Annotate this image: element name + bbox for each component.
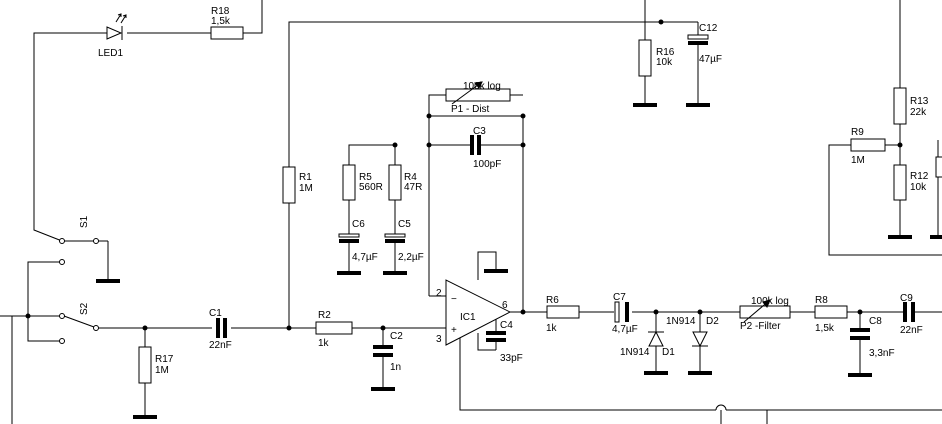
c2: C2 1n: [373, 331, 403, 373]
c3: C3 100pF: [470, 126, 501, 170]
c9: C9 22nF: [900, 293, 923, 336]
ic1-pin-inv: 2: [436, 288, 442, 299]
s1-name: S1: [79, 215, 90, 228]
r16: R16 10k: [638, 39, 675, 77]
c7-name: C7: [613, 292, 626, 303]
c3-name: C3: [473, 126, 486, 137]
r5: R5 560R: [342, 164, 383, 201]
ic1-plus: +: [451, 325, 457, 336]
r5-name: R5: [359, 172, 372, 183]
c3-value: 100pF: [473, 159, 501, 170]
c7: C7 4,7µF: [612, 292, 638, 335]
ic1-pin-out: 6: [502, 300, 508, 311]
r8-value: 1,5k: [815, 323, 835, 334]
r13-value: 22k: [910, 107, 927, 118]
r8: R8 1,5k: [814, 295, 848, 334]
c4-value: 33pF: [500, 353, 523, 364]
led1: LED1: [98, 13, 127, 59]
ic1-opamp: IC1 − + 2 3 6: [436, 279, 512, 346]
r17: R17 1M: [138, 346, 174, 384]
r6: R6 1k: [546, 295, 580, 334]
r9: R9 1M: [850, 127, 886, 166]
d1-name: D1: [662, 347, 675, 358]
r8-name: R8: [815, 295, 828, 306]
c6: C6 4,7µF: [338, 219, 378, 263]
ic1-minus: −: [451, 294, 457, 305]
c2-value: 1n: [390, 362, 401, 373]
d1-part: 1N914: [620, 347, 650, 358]
c8-name: C8: [869, 316, 882, 327]
r1-name: R1: [299, 172, 312, 183]
c6-value: 4,7µF: [352, 252, 378, 263]
p2: 100k log P2 -Filter: [739, 296, 791, 332]
r13: R13 22k: [893, 87, 929, 125]
r5-value: 560R: [359, 182, 383, 193]
r6-name: R6: [546, 295, 559, 306]
c8-value: 3,3nF: [869, 348, 895, 359]
ic1-pin-noninv: 3: [436, 334, 442, 345]
partial-component-edge: [935, 156, 942, 178]
r12-value: 10k: [910, 182, 927, 193]
p2-value: 100k log: [751, 296, 789, 307]
r4-value: 47R: [404, 182, 422, 193]
r1-value: 1M: [299, 183, 313, 194]
c9-value: 22nF: [900, 325, 923, 336]
p2-name: P2 -Filter: [740, 321, 781, 332]
led1-name: LED1: [98, 48, 123, 59]
r6-value: 1k: [546, 323, 558, 334]
c5-name: C5: [398, 219, 411, 230]
r13-name: R13: [910, 96, 929, 107]
d2-part: 1N914: [666, 316, 696, 327]
c4-name: C4: [500, 320, 513, 331]
r18-name: R18: [211, 6, 230, 17]
c9-name: C9: [900, 293, 913, 304]
r18-value: 1,5k: [211, 16, 231, 27]
c1-value: 22nF: [209, 340, 232, 351]
c2-name: C2: [390, 331, 403, 342]
c1-name: C1: [209, 308, 222, 319]
ground-symbols: [96, 103, 942, 419]
p1: 100k log P1 - Dist: [445, 81, 511, 115]
r2-value: 1k: [318, 338, 330, 349]
s2-name: S2: [79, 302, 90, 315]
p1-name: P1 - Dist: [451, 104, 490, 115]
c4: C4 33pF: [486, 320, 523, 364]
r12: R12 10k: [893, 164, 929, 201]
c8: C8 3,3nF: [850, 316, 895, 359]
r2-name: R2: [318, 310, 331, 321]
r16-value: 10k: [656, 57, 673, 68]
c5-value: 2,2µF: [398, 252, 424, 263]
r9-value: 1M: [851, 155, 865, 166]
r17-value: 1M: [155, 365, 169, 376]
d2-diode: 1N914 D2: [666, 316, 719, 348]
d2-name: D2: [706, 316, 719, 327]
c12-name: C12: [699, 23, 718, 34]
s1-switch: S1: [59, 215, 99, 244]
r17-name: R17: [155, 354, 174, 365]
c1: C1 22nF: [209, 308, 232, 351]
s2-switch: S2: [59, 259, 99, 344]
r2: R2 1k: [315, 310, 353, 349]
ic1-name: IC1: [460, 312, 476, 323]
r9-name: R9: [851, 127, 864, 138]
r1: R1 1M: [282, 166, 313, 204]
c7-value: 4,7µF: [612, 324, 638, 335]
c12-value: 47µF: [699, 54, 722, 65]
junctions: [25, 19, 903, 331]
r4: R4 47R: [388, 164, 422, 201]
r12-name: R12: [910, 171, 929, 182]
p1-value: 100k log: [463, 81, 501, 92]
r4-name: R4: [404, 172, 417, 183]
c12: C12 47µF: [687, 23, 722, 65]
d1-diode: 1N914 D1: [620, 330, 675, 358]
c6-name: C6: [352, 219, 365, 230]
c5: C5 2,2µF: [384, 219, 424, 263]
r18: R18 1,5k: [210, 6, 244, 40]
r16-name: R16: [656, 47, 675, 58]
